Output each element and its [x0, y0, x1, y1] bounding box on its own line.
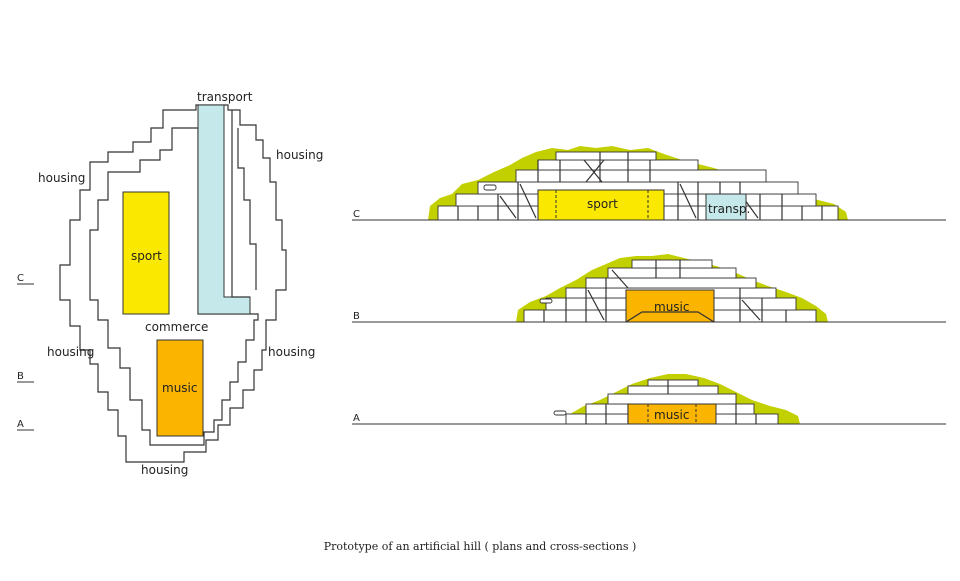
section-c-small-element	[483, 184, 497, 191]
section-c-label-sport: sport	[587, 197, 618, 211]
plan-outer-outline	[59, 104, 287, 463]
plan-music-zone	[156, 339, 204, 437]
section-c-sport-zone	[537, 189, 665, 221]
diagram-caption: Prototype of an artificial hill ( plans …	[323, 540, 637, 553]
plan-view: transport housing housing sport commerce…	[17, 90, 323, 477]
plan-inner-outline	[89, 127, 259, 446]
plan-label-commerce: commerce	[145, 320, 208, 334]
section-a-small-element	[553, 410, 567, 416]
section-b-small-element	[539, 298, 553, 304]
section-a-label-music: music	[654, 408, 689, 422]
plan-label-music: music	[162, 381, 197, 395]
plan-marker-b: B	[17, 371, 24, 382]
section-a-marker: A	[353, 413, 360, 424]
plan-label-housing-mid-right: housing	[268, 345, 315, 359]
section-a-music-dashes	[647, 404, 697, 424]
section-b-music-floor	[625, 311, 715, 323]
plan-label-transport: transport	[197, 90, 253, 104]
section-c: sport transp. C	[352, 146, 946, 221]
section-c-sport-dashes	[538, 189, 664, 220]
plan-sport-zone	[122, 191, 170, 315]
plan-transport-edge	[231, 110, 257, 298]
section-b: music B	[352, 254, 946, 323]
section-b-music-zone	[625, 289, 715, 323]
plan-transport-zone	[197, 104, 251, 315]
section-c-label-transport: transp.	[708, 202, 750, 216]
plan-label-housing-top-left: housing	[38, 171, 85, 185]
plan-label-housing-mid-left: housing	[47, 345, 94, 359]
plan-marker-c: C	[17, 273, 24, 284]
section-c-marker: C	[353, 209, 360, 220]
plan-label-housing-top-right: housing	[276, 148, 323, 162]
plan-marker-a: A	[17, 419, 24, 430]
section-b-label-music: music	[654, 300, 689, 314]
plan-label-housing-bottom: housing	[141, 463, 188, 477]
section-a: music A	[352, 374, 946, 425]
section-b-marker: B	[353, 311, 360, 322]
plan-label-sport: sport	[131, 249, 162, 263]
